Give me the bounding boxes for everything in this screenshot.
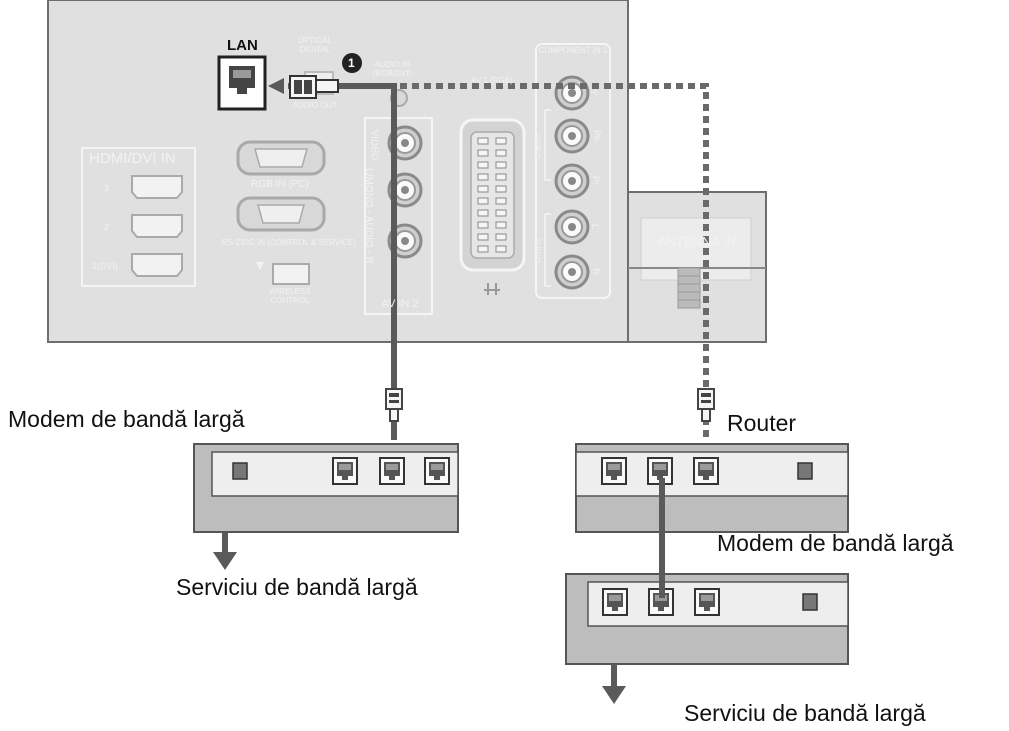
hdmi-port-3-label: 3: [104, 183, 110, 193]
component-label: COMPONENT IN 1: [538, 46, 608, 55]
modem-left: [193, 443, 459, 533]
modem-right-lan-3: [694, 588, 720, 616]
component-pr-label: Pr: [591, 176, 601, 185]
component-panel: [535, 43, 611, 299]
rgb-in-port: [236, 140, 326, 176]
av2-video-label: VIDEO: [368, 129, 380, 161]
hdmi-group: [81, 147, 196, 287]
tv-lan-plug: [289, 75, 339, 99]
service-left-label: Serviciu de bandă largă: [176, 574, 418, 600]
av2-label: AV IN 2: [381, 298, 419, 310]
component-video-label: VIDEO: [532, 133, 542, 159]
modem-left-lan-1: [332, 457, 358, 485]
hdmi-port-1: [131, 253, 183, 277]
component-y-label: Y: [588, 89, 599, 96]
component-pb-jack: [554, 118, 590, 154]
modem-right-label: Modem de bandă largă: [717, 530, 954, 556]
modem-left-lan-3: [424, 457, 450, 485]
hdmi-port-3: [131, 175, 183, 199]
av-in-2-panel: [364, 117, 433, 315]
component-y-jack: [554, 75, 590, 111]
component-pr-jack: [554, 163, 590, 199]
component-l-label: L: [590, 223, 601, 230]
rgb-in-label: RGB IN (PC): [251, 179, 309, 190]
router-cable-plug: [697, 388, 715, 422]
router-lan-1: [601, 457, 627, 485]
component-r-label: R: [590, 268, 601, 275]
optical-label: OPTICAL DIGITAL: [297, 36, 333, 54]
service-arrow-left: [213, 532, 237, 570]
hdmi-port-1-label: 1(DVI): [92, 261, 119, 271]
hdmi-port-2: [131, 214, 183, 238]
rs232-port: [236, 196, 326, 232]
wireless-control-port: [256, 262, 310, 285]
modem-right-lan-1: [602, 588, 628, 616]
component-audio-r-jack: [554, 254, 590, 290]
av2-audio-label: L/MONO - AUDIO - R: [362, 168, 374, 264]
antenna-connector: [677, 267, 701, 309]
modem-cable-plug: [385, 388, 403, 422]
router-label: Router: [727, 410, 797, 436]
audio-in-label: AUDIO IN (RGB/DVI): [372, 60, 412, 78]
antenna-label: ANTENNA IN: [657, 234, 736, 249]
scart-port: [459, 118, 526, 272]
step-badge: [342, 53, 362, 73]
service-arrow-right: [602, 664, 626, 704]
router-lan-3: [693, 457, 719, 485]
av1-label: AV 1 (RGB): [471, 76, 513, 85]
modem-left-lan-2: [379, 457, 405, 485]
component-audio-label: AUDIO: [532, 237, 542, 263]
component-audio-l-jack: [554, 209, 590, 245]
modem-right: [565, 573, 849, 665]
scart-pins: [477, 137, 507, 253]
hdmi-port-2-label: 2: [104, 222, 110, 232]
lan-label: LAN: [227, 37, 258, 54]
step-number: 1: [348, 56, 355, 70]
lan-arrow-head: [268, 78, 284, 94]
modem-left-label: Modem de bandă largă: [8, 406, 245, 432]
service-right-label: Serviciu de bandă largă: [684, 700, 926, 726]
hdmi-label: HDMI/DVI IN: [89, 150, 176, 167]
tv-lan-port: [217, 55, 267, 111]
wireless-label: WIRELESS CONTROL: [269, 287, 311, 305]
component-pb-label: Pb: [592, 129, 603, 142]
rs232-label: RS-232C IN (CONTROL & SERVICE): [221, 238, 357, 247]
audio-out-label: AUDIO OUT: [292, 101, 338, 110]
scart-symbol: [484, 283, 500, 295]
